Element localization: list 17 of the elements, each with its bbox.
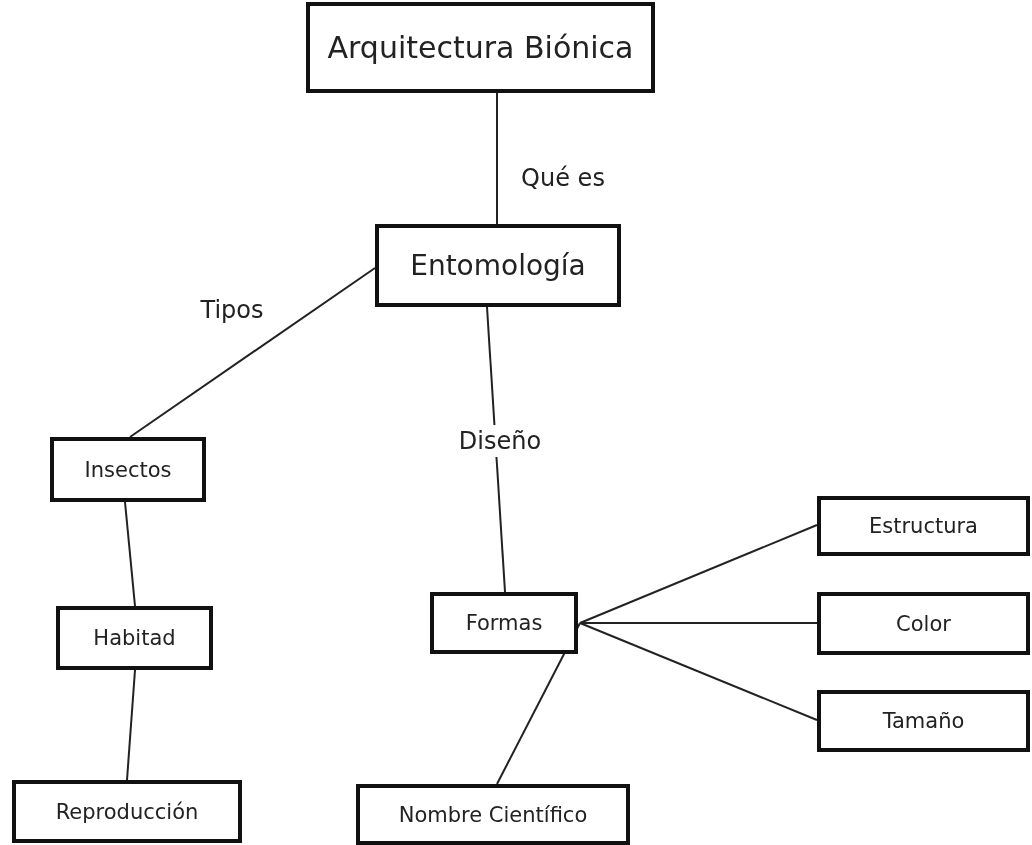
concept-box: Tamaño [817, 690, 1030, 752]
concept-box: Arquitectura Biónica [306, 2, 655, 93]
concept-box: Entomología [375, 224, 621, 307]
connector-line [129, 267, 376, 438]
concept-box: Insectos [50, 437, 206, 502]
concept-box: Estructura [817, 496, 1030, 556]
connector-line [579, 524, 818, 624]
connector-line [126, 669, 136, 781]
connector-line [124, 501, 136, 607]
concept-box: Nombre Científico [356, 784, 630, 845]
connector-line [486, 306, 506, 593]
concept-box: Color [817, 592, 1030, 655]
connector-line [496, 92, 498, 225]
concept-box: Habitad [56, 606, 213, 670]
concept-box: Formas [430, 592, 578, 654]
concept-box: Reproducción [12, 780, 242, 843]
connector-line [579, 622, 818, 721]
